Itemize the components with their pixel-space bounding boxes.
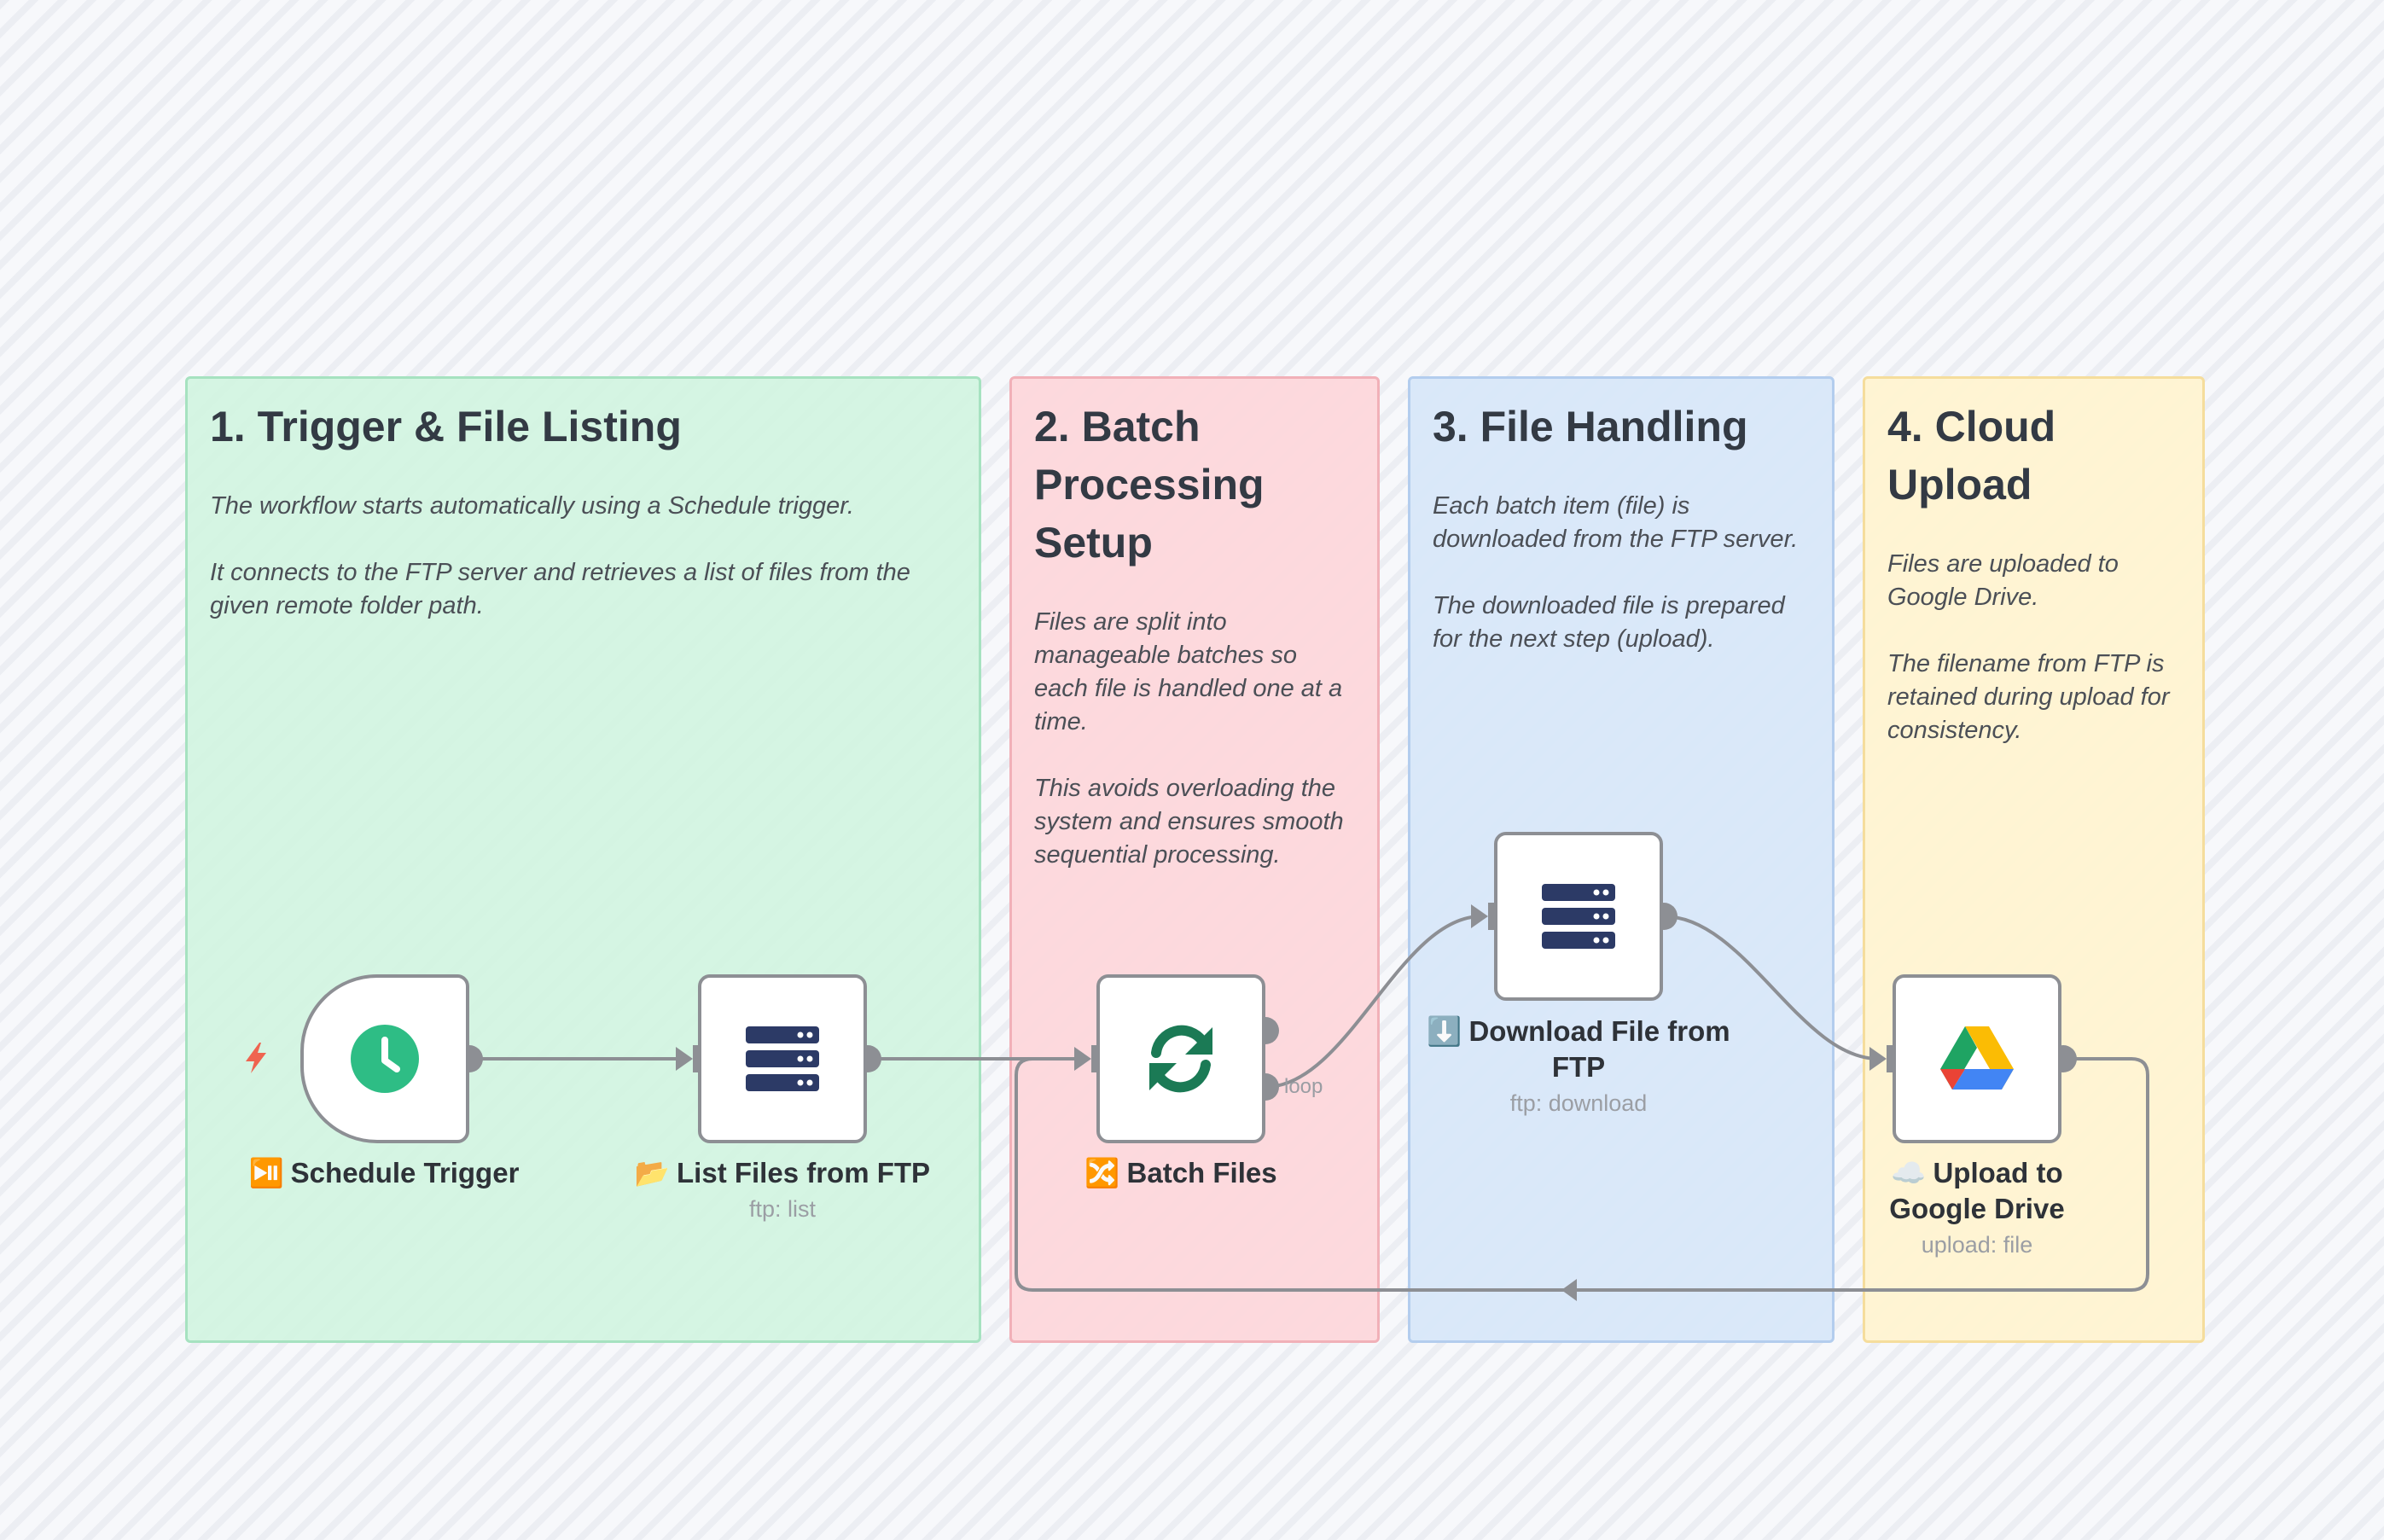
node-label-schedule-trigger: ⏯️Schedule Trigger [213, 1155, 555, 1191]
refresh-icon [1149, 1025, 1212, 1093]
folder-icon: 📂 [634, 1157, 671, 1188]
google-drive-icon [1940, 1026, 2014, 1090]
connection-upload-back-to-batch[interactable] [1015, 1057, 2149, 1292]
download-arrow-icon: ⬇️ [1427, 1015, 1462, 1047]
connection-batch-loop-to-download[interactable] [1265, 915, 1482, 1089]
arrowhead-loop-back [1561, 1279, 1577, 1301]
play-pause-icon: ⏯️ [248, 1157, 284, 1188]
node-download-file-from-ftp[interactable] [1494, 832, 1663, 1001]
sticky-title: 3. File Handling [1433, 403, 1748, 450]
clock-icon [351, 1025, 419, 1093]
node-subtitle-download-file: ftp: download [1509, 1090, 1648, 1116]
sticky-paragraph: Each batch item (file) is downloaded fro… [1433, 492, 1799, 553]
loop-output-label: loop [1284, 1075, 1323, 1098]
node-label-batch-files: 🔀Batch Files [1010, 1155, 1352, 1191]
trigger-bolt-icon [246, 1043, 266, 1073]
sticky-title: 2. Batch Processing Setup [1034, 403, 1265, 567]
sticky-paragraph: Files are split into manageable batches … [1034, 608, 1343, 735]
shuffle-icon: 🔀 [1084, 1157, 1120, 1188]
sticky-trigger-file-listing[interactable]: 1. Trigger & File Listing The workflow s… [185, 376, 981, 1343]
arrowhead [1074, 1047, 1091, 1071]
node-batch-files[interactable] [1096, 974, 1265, 1143]
cloud-icon: ☁️ [1891, 1157, 1927, 1188]
node-label-upload-drive: ☁️Upload to Google Drive [1889, 1157, 2065, 1224]
arrowhead [676, 1047, 693, 1071]
sticky-paragraph: It connects to the FTP server and retrie… [210, 559, 910, 619]
arrowhead [1869, 1047, 1887, 1071]
input-port [693, 1045, 701, 1072]
input-port [1887, 1045, 1895, 1072]
server-icon [746, 1026, 819, 1091]
sticky-batch-processing[interactable]: 2. Batch Processing Setup Files are spli… [1009, 376, 1380, 1343]
input-port [1488, 903, 1497, 930]
sticky-title: 1. Trigger & File Listing [210, 403, 682, 450]
node-label-list-files: 📂List Files from FTP [612, 1155, 953, 1191]
sticky-title: 4. Cloud Upload [1887, 403, 2056, 508]
sticky-paragraph: The downloaded file is prepared for the … [1433, 592, 1785, 653]
node-upload-to-google-drive[interactable] [1893, 974, 2061, 1143]
sticky-paragraph: The workflow starts automatically using … [210, 492, 854, 520]
input-port [1091, 1045, 1100, 1072]
node-subtitle-list-files: ftp: list [748, 1196, 817, 1222]
arrowhead [1471, 904, 1488, 928]
server-icon [1542, 884, 1615, 949]
node-label-download-file: ⬇️Download File from FTP [1427, 1015, 1730, 1083]
node-list-files-from-ftp[interactable] [698, 974, 867, 1143]
sticky-paragraph: This avoids overloading the system and e… [1034, 775, 1344, 869]
sticky-paragraph: The filename from FTP is retained during… [1887, 650, 2170, 744]
node-subtitle-upload-drive: upload: file [1921, 1232, 2033, 1258]
node-schedule-trigger[interactable] [300, 974, 469, 1143]
sticky-paragraph: Files are uploaded to Google Drive. [1887, 550, 2119, 611]
connection-download-to-upload[interactable] [1663, 915, 1879, 1061]
